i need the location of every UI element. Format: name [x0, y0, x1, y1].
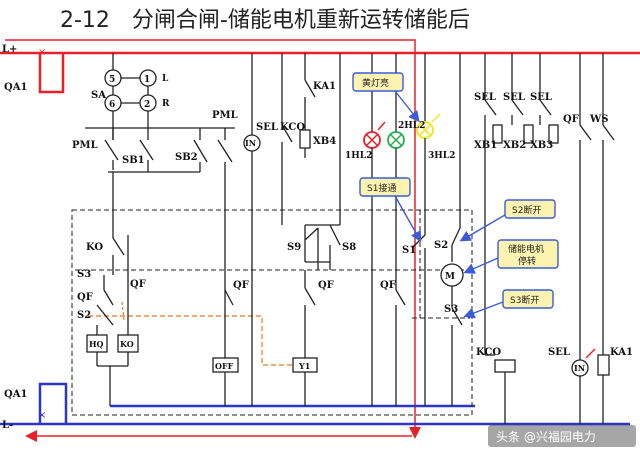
ka1-top-label: KA1	[313, 81, 336, 92]
callout-s1-on: S1接通	[359, 177, 422, 243]
s9-label: S9	[287, 242, 301, 253]
qa1-bottom-label: QA1	[4, 389, 27, 400]
s2-left-label: S2	[77, 310, 91, 321]
hq-coil-label: HQ	[89, 339, 104, 349]
pml-contacts	[104, 128, 233, 372]
sel1-label: SEL	[474, 92, 496, 103]
sel-in-lamp	[243, 53, 261, 406]
qf-left-label: QF	[130, 279, 146, 290]
svg-text:停转: 停转	[518, 255, 536, 267]
motor-circuit	[411, 53, 464, 406]
sa-selector-switch	[85, 53, 235, 140]
l-plus-label: L+	[2, 44, 17, 55]
sa-node-2: 2	[144, 100, 150, 110]
qf-mid-label: QF	[233, 280, 249, 291]
qf-y1-label: QF	[318, 280, 334, 291]
qf-s1-label: QF	[380, 280, 396, 291]
lamp-1hl2-label: 1HL2	[345, 151, 372, 161]
kco-bottom-label: KCO	[476, 347, 501, 358]
l-minus-label: L-	[2, 420, 13, 431]
sb1-label: SB1	[122, 155, 145, 166]
svg-text:×: ×	[38, 47, 46, 58]
s3-left-label: S3	[77, 269, 91, 280]
svg-text:S3断开: S3断开	[510, 294, 539, 306]
mechanism-frame	[71, 209, 473, 416]
sa-node-1: 1	[144, 75, 150, 85]
svg-text:黄灯亮: 黄灯亮	[362, 77, 389, 89]
in-top-label: IN	[245, 138, 256, 148]
sa-node-5: 5	[109, 75, 115, 85]
sel-xb-group	[484, 53, 559, 424]
xb1-label: XB1	[474, 140, 497, 151]
sa-node-6: 6	[109, 100, 115, 110]
sel-lamp-label: SEL	[256, 122, 278, 133]
in-bottom-label: IN	[574, 363, 585, 373]
callout-motor-stop: 储能电机 停转	[463, 239, 559, 274]
s1-label: S1	[402, 245, 416, 256]
svg-text:储能电机: 储能电机	[508, 243, 544, 255]
off-coil-label: OFF	[215, 361, 234, 371]
qf-ws-group	[571, 53, 615, 424]
sa-r-label: R	[162, 99, 170, 109]
s3-right-label: S3	[444, 304, 458, 315]
svg-text:×: ×	[38, 410, 46, 421]
motor-label: M	[445, 272, 455, 282]
indicator-lamps	[363, 53, 441, 406]
kco-top-label: KCO	[280, 122, 305, 133]
orange-dashed-link	[88, 315, 296, 366]
xb3-label: XB3	[530, 140, 553, 151]
ko-label: KO	[86, 242, 103, 253]
s8-label: S8	[342, 242, 356, 253]
ko-coil-label: KO	[120, 339, 134, 349]
lamp-3hl2-label: 3HL2	[428, 151, 455, 161]
qf-l2-label: QF	[77, 292, 93, 303]
lamp-2hl2-label: 2HL2	[398, 121, 425, 131]
pml-right-label: PML	[212, 110, 238, 121]
xb2-label: XB2	[503, 140, 526, 151]
kco-xb4-circuit	[281, 53, 316, 225]
svg-text:S2断开: S2断开	[512, 204, 541, 216]
svg-text:头条 @兴福园电力: 头条 @兴福园电力	[496, 429, 596, 444]
ka1-bottom-label: KA1	[610, 347, 633, 358]
y1-coil-circuit	[292, 53, 341, 406]
watermark: 头条 @兴福园电力	[488, 425, 636, 447]
sel2-label: SEL	[503, 92, 525, 103]
negative-bus: ×	[0, 382, 630, 442]
ws-label: WS	[589, 114, 608, 125]
off-coil-circuit	[212, 289, 239, 406]
callout-s2-off: S2断开	[459, 199, 556, 242]
sel-bottom-label: SEL	[548, 347, 570, 358]
diagram-title: 2-12 分闸合闸-储能电机重新运转储能后	[60, 8, 470, 33]
callout-yellow-lamp: 黄灯亮	[352, 72, 420, 123]
positive-bus: ×	[0, 39, 640, 439]
sel3-label: SEL	[530, 92, 552, 103]
pml-left-label: PML	[72, 140, 98, 151]
svg-text:S1接通: S1接通	[367, 182, 396, 194]
y1-coil-label: Y1	[298, 361, 310, 371]
sa-label: SA	[91, 90, 106, 101]
s2-right-label: S2	[434, 240, 448, 251]
sb2-label: SB2	[175, 152, 198, 163]
callout-s3-off: S3断开	[463, 289, 554, 319]
close-trip-circuit	[86, 172, 139, 406]
qa1-top-label: QA1	[4, 82, 27, 93]
sa-l-label: L	[162, 74, 169, 84]
xb4-label: XB4	[313, 136, 336, 147]
qf-right-label: QF	[563, 114, 579, 125]
